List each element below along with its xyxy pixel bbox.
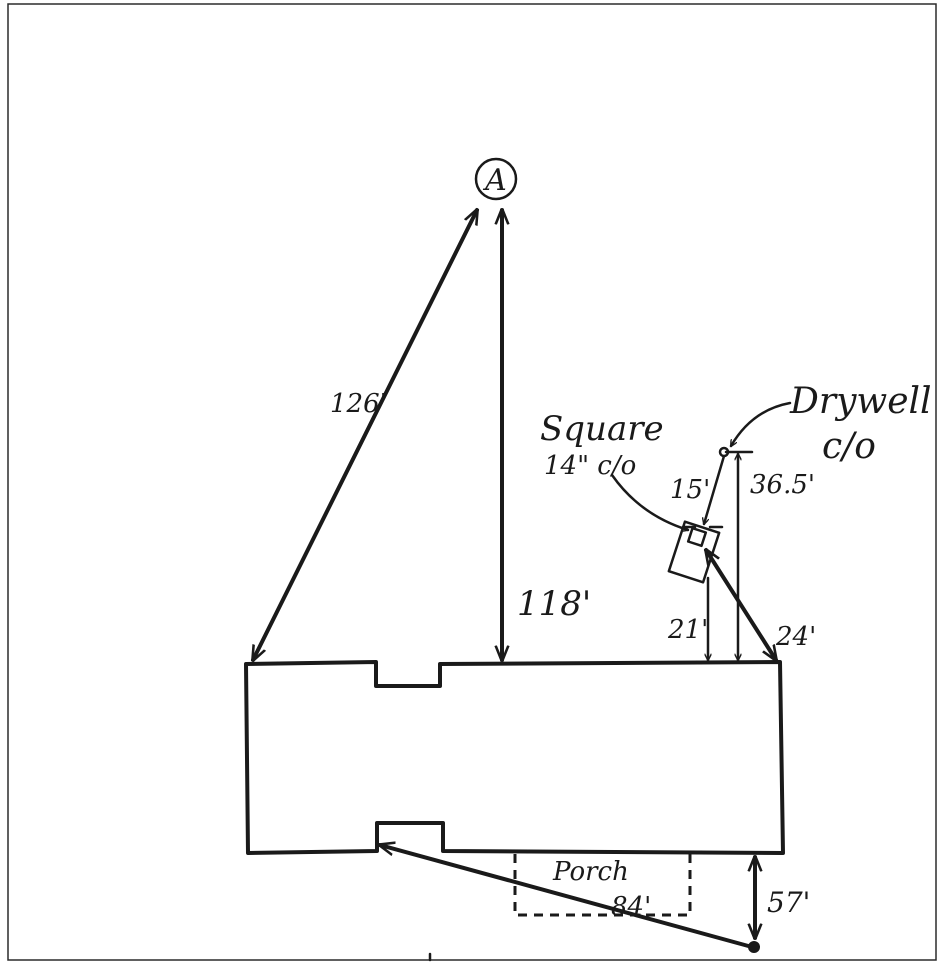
point-a-circle [474, 157, 518, 201]
label-15: 15' [670, 475, 710, 505]
line-24 [706, 550, 776, 660]
house-outline [244, 660, 785, 855]
line-84 [380, 845, 754, 949]
porch-outline [513, 854, 692, 917]
point-a-label: A [482, 163, 507, 198]
square-leader [610, 473, 688, 530]
drywell-label-1: Drywell [789, 381, 932, 422]
line-15 [704, 454, 726, 524]
square-label: Square [540, 409, 664, 449]
square-cleanout [667, 520, 721, 584]
reference-point [748, 941, 760, 953]
label-36-5: 36.5' [750, 470, 815, 500]
sheet-border [7, 3, 937, 961]
drywell-leader [729, 401, 792, 446]
label-24: 24' [775, 622, 816, 652]
line-126 [253, 210, 477, 660]
label-84: 84' [611, 892, 651, 922]
square-size-label: 14" c/o [544, 451, 636, 481]
label-126: 126' [330, 389, 387, 419]
label-118: 118' [517, 584, 591, 624]
label-21: 21' [667, 615, 708, 645]
porch-label: Porch [552, 857, 629, 887]
drywell-label-2: c/o [822, 426, 876, 467]
square-cleanout-inner [686, 526, 708, 548]
label-57: 57' [767, 886, 810, 919]
